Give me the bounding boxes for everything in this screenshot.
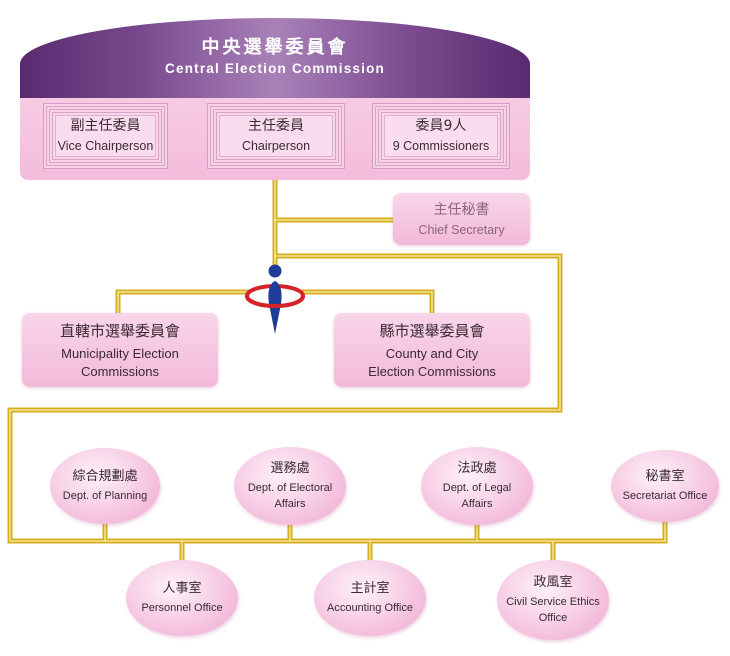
connector-main-route-highlight bbox=[9, 255, 666, 542]
unit-dept-legal-affairs: 法政處 Dept. of Legal Affairs bbox=[421, 447, 533, 525]
cec-emblem-icon bbox=[245, 264, 305, 334]
chief-secretary-zh: 主任秘書 bbox=[433, 201, 490, 218]
unit-name-zh: 綜合規劃處 bbox=[72, 469, 138, 484]
unit-name-en-line2: Office bbox=[538, 612, 568, 624]
unit-name-zh: 選務處 bbox=[270, 461, 310, 476]
unit-name-en-line2: Affairs bbox=[274, 498, 306, 510]
unit-dept-electoral-affairs: 選務處 Dept. of Electoral Affairs bbox=[234, 447, 346, 525]
unit-name-en-line1: Dept. of Electoral bbox=[247, 482, 333, 494]
commissioners-box: 委員9人 9 Commissioners bbox=[372, 103, 510, 169]
municipality-commissions-en-line2: Commissions bbox=[80, 363, 159, 379]
unit-name-en: Personnel Office bbox=[141, 602, 223, 614]
vice-chairperson-box: 副主任委員 Vice Chairperson bbox=[43, 103, 168, 169]
municipality-commissions-box: 直轄市選舉委員會 Municipality Election Commissio… bbox=[22, 313, 218, 387]
unit-name-en-line1: Civil Service Ethics bbox=[506, 596, 600, 608]
unit-name-zh: 秘書室 bbox=[645, 469, 685, 484]
unit-name-en: Dept. of Planning bbox=[62, 490, 148, 502]
unit-name-en-line2: Affairs bbox=[461, 498, 493, 510]
unit-personnel-office: 人事室 Personnel Office bbox=[126, 560, 238, 636]
unit-name-zh: 政風室 bbox=[533, 575, 573, 590]
commission-title-en: Central Election Commission bbox=[165, 61, 385, 76]
county-city-commissions-zh: 縣市選舉委員會 bbox=[379, 321, 485, 340]
chairperson-en: Chairperson bbox=[241, 139, 311, 153]
unit-accounting-office: 主計室 Accounting Office bbox=[314, 560, 426, 636]
unit-civil-service-ethics-office: 政風室 Civil Service Ethics Office bbox=[497, 560, 609, 640]
chairperson-zh: 主任委員 bbox=[248, 118, 304, 134]
county-city-commissions-en-line1: County and City bbox=[385, 345, 479, 361]
municipality-commissions-zh: 直轄市選舉委員會 bbox=[59, 321, 180, 340]
connector-highlights bbox=[9, 179, 666, 564]
unit-dept-planning: 綜合規劃處 Dept. of Planning bbox=[50, 448, 160, 524]
commissioners-zh: 委員9人 bbox=[415, 118, 467, 134]
unit-name-en: Accounting Office bbox=[326, 602, 413, 614]
emblem-head bbox=[268, 264, 282, 278]
unit-secretariat-office: 秘書室 Secretariat Office bbox=[611, 450, 719, 522]
commissioners-en: 9 Commissioners bbox=[392, 139, 490, 153]
county-city-commissions-box: 縣市選舉委員會 County and City Election Commiss… bbox=[334, 313, 530, 387]
commission-banner: 中央選舉委員會 Central Election Commission bbox=[20, 18, 530, 98]
unit-name-zh: 法政處 bbox=[457, 461, 497, 476]
vice-chairperson-en: Vice Chairperson bbox=[57, 139, 154, 153]
leadership-panel: 副主任委員 Vice Chairperson 主任委員 Chairperson … bbox=[20, 97, 530, 180]
chief-secretary-en: Chief Secretary bbox=[418, 222, 505, 237]
municipality-commissions-en-line1: Municipality Election bbox=[61, 345, 179, 361]
county-city-commissions-en-line2: Election Commissions bbox=[368, 363, 496, 379]
commission-title-zh: 中央選舉委員會 bbox=[201, 37, 349, 58]
unit-name-zh: 主計室 bbox=[350, 581, 390, 596]
unit-name-en-line1: Dept. of Legal bbox=[442, 482, 512, 494]
unit-name-zh: 人事室 bbox=[162, 581, 202, 596]
unit-name-en: Secretariat Office bbox=[622, 490, 708, 502]
emblem-ring-front bbox=[245, 295, 305, 308]
vice-chairperson-zh: 副主任委員 bbox=[70, 118, 141, 134]
chairperson-box: 主任委員 Chairperson bbox=[207, 103, 345, 169]
chief-secretary-box: 主任秘書 Chief Secretary bbox=[393, 193, 530, 245]
